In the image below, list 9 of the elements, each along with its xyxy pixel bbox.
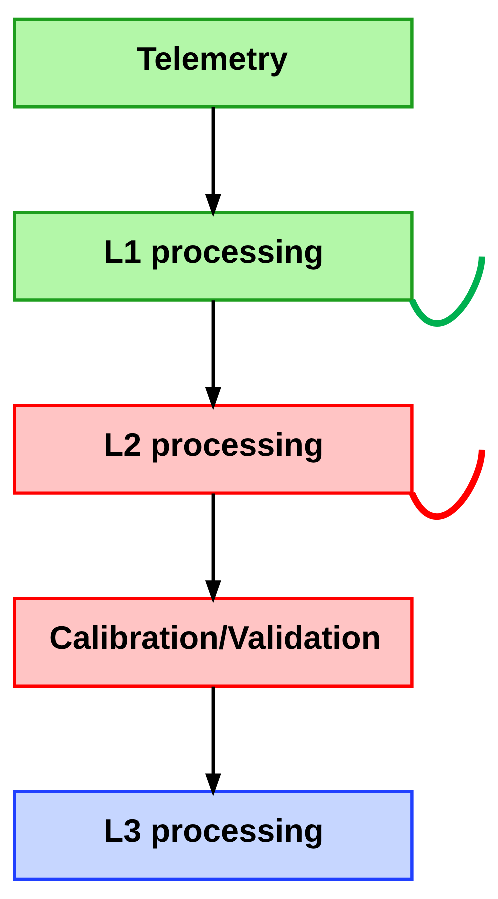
arrow xyxy=(205,686,222,797)
arrow xyxy=(205,494,222,604)
node-box: L3 processing xyxy=(13,790,414,882)
node-box: L1 processing xyxy=(13,210,414,302)
node-box: Calibration/Validation xyxy=(13,597,414,688)
arrow xyxy=(205,108,222,218)
node-box: Telemetry xyxy=(13,18,414,109)
node-box: L2 processing xyxy=(13,404,414,495)
arrow xyxy=(205,300,222,410)
